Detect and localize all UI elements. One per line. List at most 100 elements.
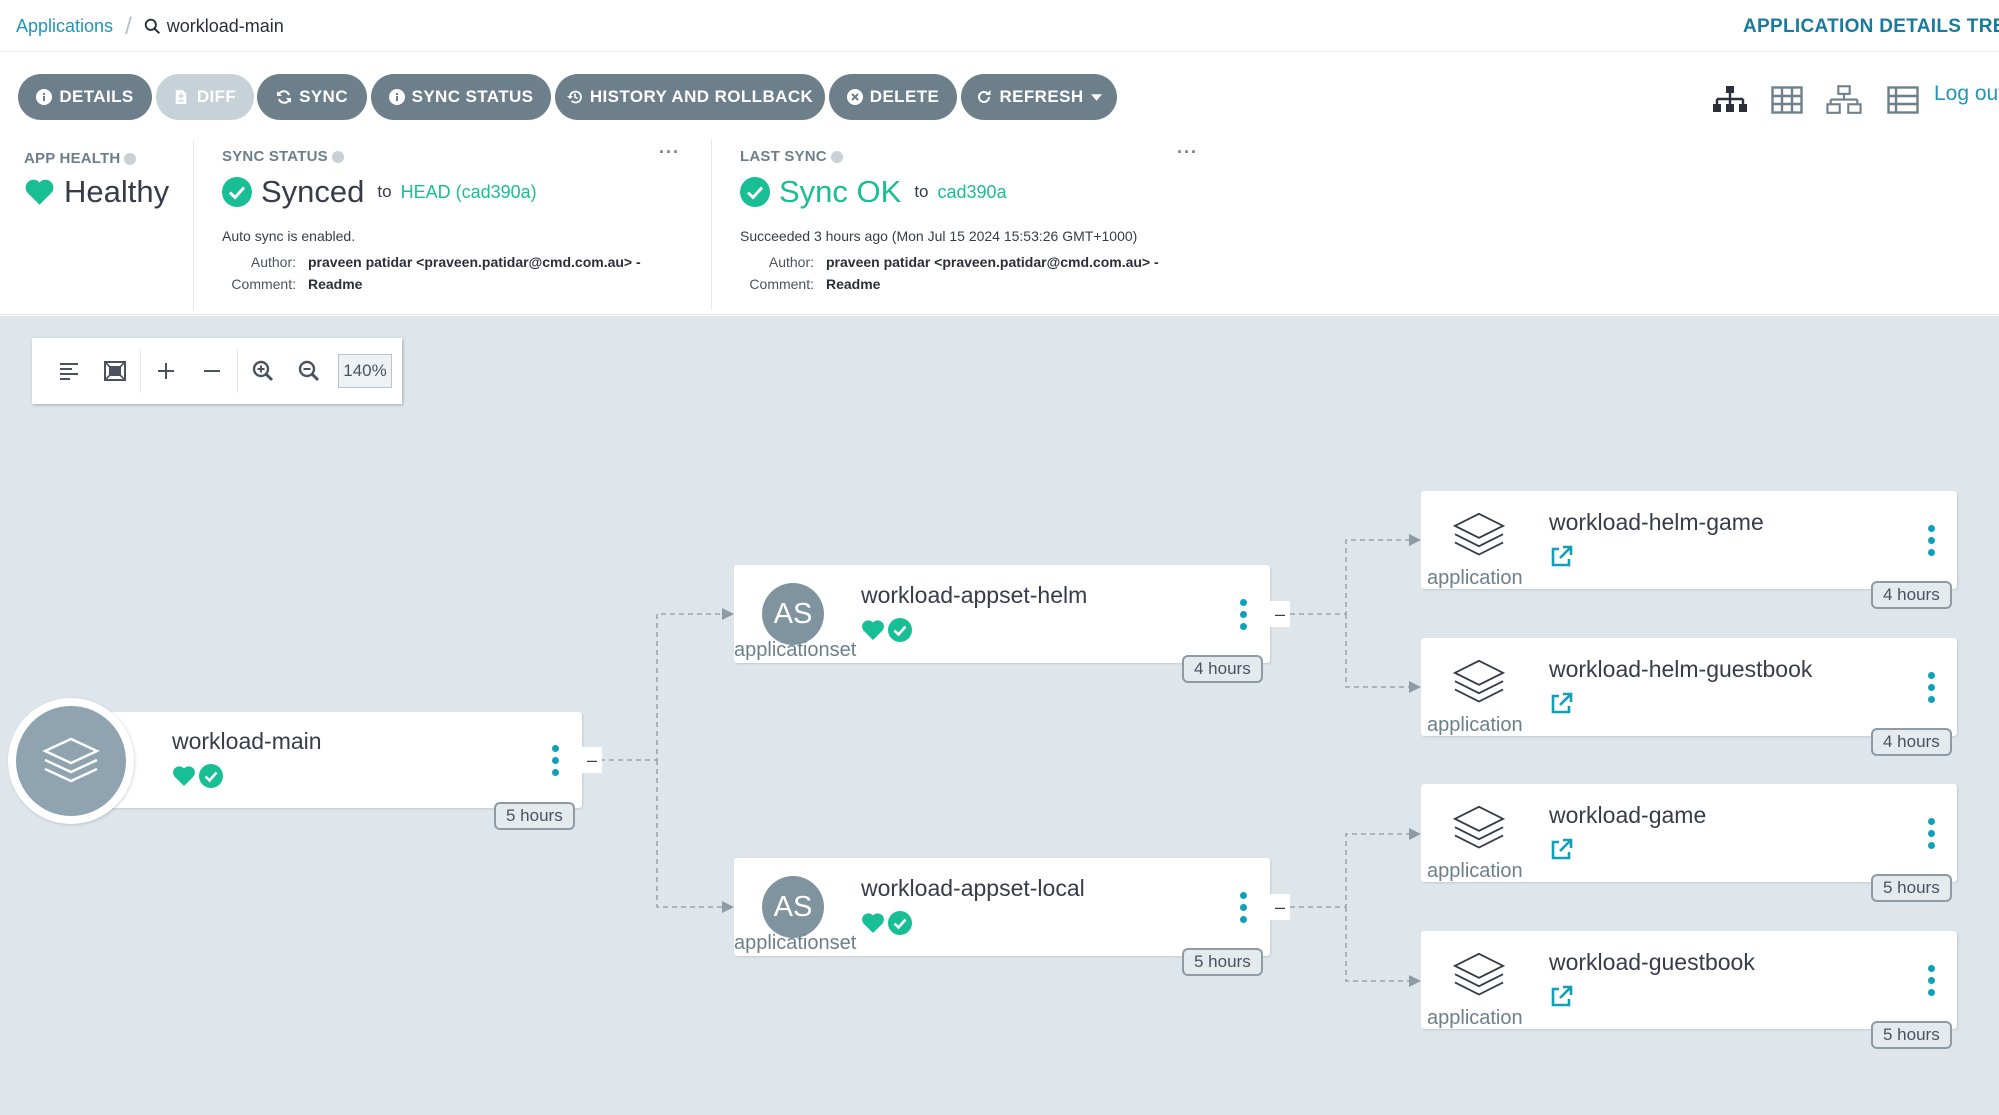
node-menu-kebab[interactable] xyxy=(1923,960,1939,1000)
root-application-node[interactable]: workload-main – 5 hours xyxy=(72,712,602,830)
node-age-badge: 5 hours xyxy=(494,802,575,830)
external-link-icon[interactable] xyxy=(1549,545,1573,569)
sync-status-label-text: SYNC STATUS xyxy=(222,148,328,165)
sync-button[interactable]: SYNC xyxy=(257,74,367,120)
history-icon xyxy=(566,89,583,105)
appset-badge: AS xyxy=(762,876,824,938)
node-menu-kebab[interactable] xyxy=(1235,594,1251,634)
external-link-icon[interactable] xyxy=(1549,692,1573,716)
collapse-toggle[interactable]: – xyxy=(1270,894,1290,920)
root-application-icon xyxy=(8,698,134,824)
sync-icon xyxy=(276,89,292,105)
graph-toolbar: 140% xyxy=(32,338,402,404)
file-diff-icon xyxy=(174,89,190,105)
align-left-icon[interactable] xyxy=(46,349,92,393)
comment-value: Readme xyxy=(308,276,363,292)
refresh-button[interactable]: REFRESH xyxy=(961,74,1117,120)
expand-all-icon[interactable] xyxy=(143,349,189,393)
caret-down-icon xyxy=(1090,93,1102,101)
network-view-icon[interactable] xyxy=(1826,82,1862,118)
node-name: workload-helm-game xyxy=(1549,509,1764,535)
diff-button-label: DIFF xyxy=(196,87,237,106)
list-view-icon[interactable] xyxy=(1885,82,1921,118)
logout-link[interactable]: Log out xyxy=(1934,82,1999,105)
application-node[interactable]: application workload-guestbook 5 hours xyxy=(1421,931,1957,1049)
comment-value: Readme xyxy=(826,276,881,292)
sync-status-revision-link[interactable]: HEAD (cad390a) xyxy=(400,181,537,202)
external-link-icon[interactable] xyxy=(1549,985,1573,1009)
delete-button-label: DELETE xyxy=(869,87,940,106)
appset-node[interactable]: AS applicationset workload-appset-helm –… xyxy=(734,565,1290,683)
sync-status-more-button[interactable]: ··· xyxy=(659,142,680,162)
help-icon[interactable] xyxy=(124,152,137,165)
delete-circle-icon xyxy=(846,89,863,105)
node-name: workload-appset-local xyxy=(861,875,1085,901)
node-name: workload-game xyxy=(1549,802,1707,828)
zoom-out-icon[interactable] xyxy=(286,349,332,393)
fit-to-screen-icon[interactable] xyxy=(92,349,138,393)
search-icon xyxy=(144,18,161,35)
info-icon xyxy=(388,89,405,105)
node-menu-kebab[interactable] xyxy=(1923,667,1939,707)
breadcrumb: Applications / workload-main xyxy=(16,12,284,40)
author-value: praveen patidar <praveen.patidar@cmd.com… xyxy=(308,254,641,270)
heart-icon xyxy=(24,178,55,206)
node-name: workload-main xyxy=(172,728,322,754)
check-circle-icon xyxy=(222,177,252,207)
layers-icon xyxy=(1451,658,1507,708)
sync-status-to: to xyxy=(377,182,392,201)
tree-view-icon[interactable] xyxy=(1712,82,1748,118)
check-circle-icon xyxy=(888,618,912,642)
appset-badge: AS xyxy=(762,583,824,645)
node-name: workload-helm-guestbook xyxy=(1549,656,1813,682)
details-button[interactable]: DETAILS xyxy=(18,74,152,120)
divider xyxy=(140,349,141,393)
last-sync-label-text: LAST SYNC xyxy=(740,148,827,165)
divider xyxy=(237,349,238,393)
sync-status-button-label: SYNC STATUS xyxy=(411,87,534,106)
check-circle-icon xyxy=(199,764,223,788)
node-kind: application xyxy=(1427,860,1523,882)
node-menu-kebab[interactable] xyxy=(1923,813,1939,853)
breadcrumb-separator: / xyxy=(125,12,132,40)
collapse-toggle[interactable]: – xyxy=(582,747,602,773)
collapse-all-icon[interactable] xyxy=(189,349,235,393)
node-menu-kebab[interactable] xyxy=(1235,887,1251,927)
details-button-label: DETAILS xyxy=(59,87,134,106)
application-node[interactable]: application workload-helm-game 4 hours xyxy=(1421,491,1957,609)
last-sync-more-button[interactable]: ··· xyxy=(1177,142,1198,162)
status-panel: APP HEALTH Healthy SYNC STATUS ··· Synce… xyxy=(0,130,1999,315)
appset-node[interactable]: AS applicationset workload-appset-local … xyxy=(734,858,1290,976)
node-age-badge: 5 hours xyxy=(1871,874,1952,902)
divider xyxy=(711,140,712,310)
node-menu-kebab[interactable] xyxy=(1923,520,1939,560)
node-kind: application xyxy=(1427,714,1523,736)
history-rollback-button[interactable]: HISTORY AND ROLLBACK xyxy=(555,74,825,120)
heart-icon xyxy=(861,619,885,641)
collapse-toggle[interactable]: – xyxy=(1270,601,1290,627)
grid-view-icon[interactable] xyxy=(1769,82,1805,118)
help-icon[interactable] xyxy=(830,150,843,163)
node-kind: application xyxy=(1427,1007,1523,1029)
refresh-icon xyxy=(976,89,992,105)
author-label: Author: xyxy=(250,254,296,270)
zoom-in-icon[interactable] xyxy=(240,349,286,393)
last-sync-value-row: Sync OK to cad390a xyxy=(740,174,1007,210)
application-node[interactable]: application workload-helm-guestbook 4 ho… xyxy=(1421,638,1957,756)
delete-button[interactable]: DELETE xyxy=(829,74,957,120)
layers-icon xyxy=(1451,804,1507,854)
sync-status-value-row: Synced to HEAD (cad390a) xyxy=(222,174,537,210)
author-label: Author: xyxy=(768,254,814,270)
external-link-icon[interactable] xyxy=(1549,838,1573,862)
help-icon[interactable] xyxy=(331,150,344,163)
sync-status-label: SYNC STATUS xyxy=(222,148,344,165)
node-age-badge: 5 hours xyxy=(1182,948,1263,976)
last-sync-revision-link[interactable]: cad390a xyxy=(937,181,1007,202)
node-kind: applicationset xyxy=(734,639,857,661)
sync-status-button[interactable]: SYNC STATUS xyxy=(371,74,551,120)
breadcrumb-applications-link[interactable]: Applications xyxy=(16,16,114,36)
application-node[interactable]: application workload-game 5 hours xyxy=(1421,784,1957,902)
diff-button[interactable]: DIFF xyxy=(156,74,254,120)
node-menu-kebab[interactable] xyxy=(547,740,563,780)
app-health-value: Healthy xyxy=(64,174,170,209)
